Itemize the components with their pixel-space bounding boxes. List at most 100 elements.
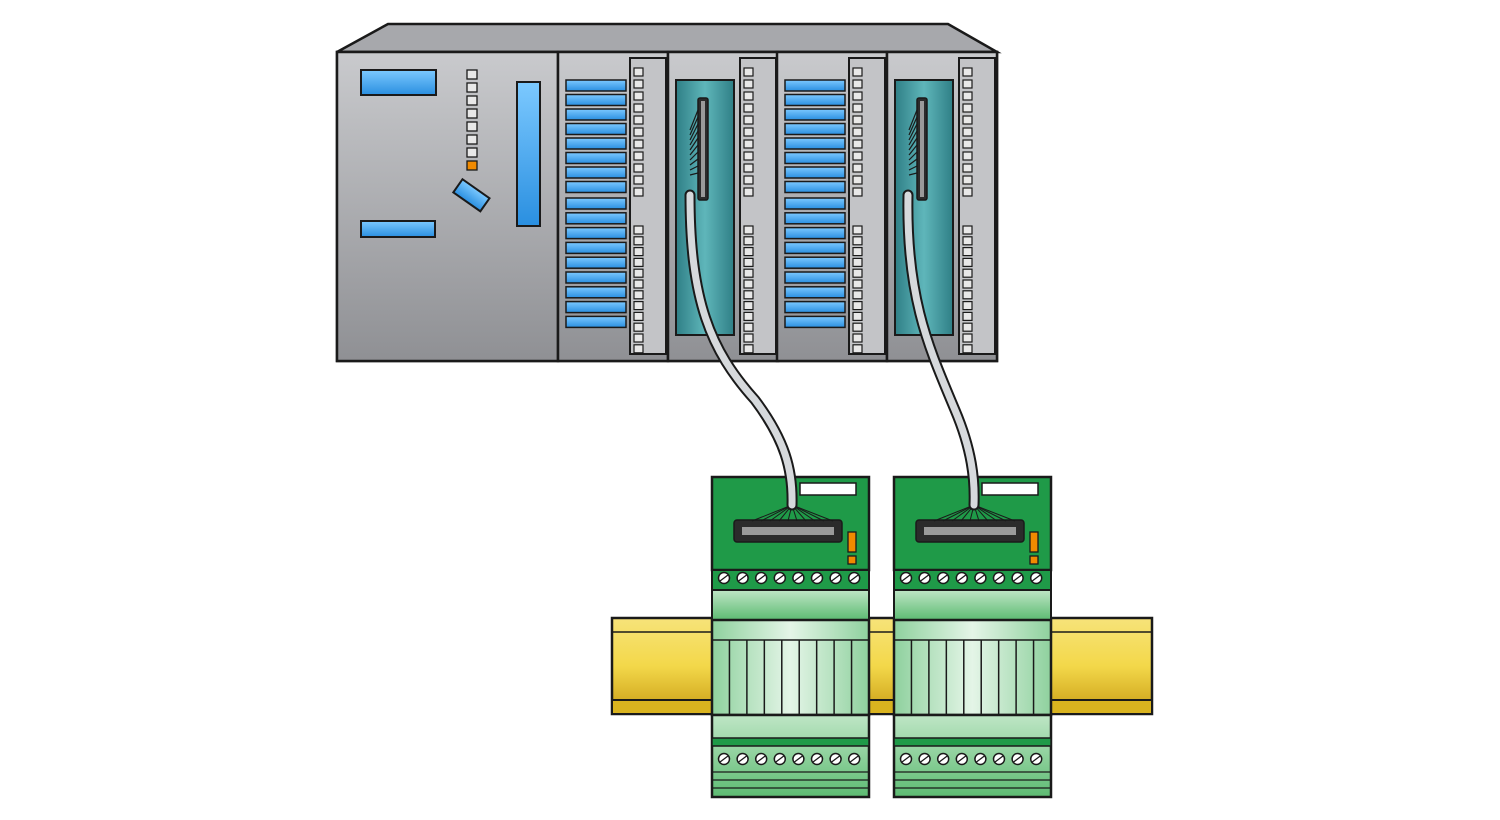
status-led-icon bbox=[633, 236, 644, 246]
din-rail bbox=[610, 616, 1154, 716]
status-led-icon bbox=[633, 301, 644, 311]
status-led-icon bbox=[852, 151, 863, 161]
status-led-icon bbox=[743, 290, 754, 300]
status-led-icon bbox=[633, 311, 644, 321]
status-led-icon bbox=[852, 103, 863, 113]
status-led-icon bbox=[633, 344, 644, 354]
status-led-icon bbox=[962, 139, 973, 149]
channel-label-strip bbox=[784, 212, 846, 225]
plc-rack bbox=[335, 22, 1002, 363]
status-led-icon bbox=[852, 268, 863, 278]
cpu-memory-slot bbox=[516, 81, 541, 227]
status-led-icon bbox=[852, 344, 863, 354]
marker-label bbox=[981, 482, 1039, 496]
status-led-icon bbox=[743, 225, 754, 235]
status-led-icon bbox=[962, 225, 973, 235]
status-led-icon bbox=[852, 139, 863, 149]
status-led-icon bbox=[852, 311, 863, 321]
status-led-icon bbox=[852, 279, 863, 289]
status-led-icon bbox=[633, 79, 644, 89]
status-led-icon bbox=[962, 79, 973, 89]
channel-label-strip bbox=[565, 79, 627, 92]
status-led-icon bbox=[743, 79, 754, 89]
fuse-indicator-icon bbox=[847, 531, 857, 565]
status-led-icon bbox=[962, 301, 973, 311]
status-led-icon bbox=[633, 115, 644, 125]
channel-label-strip bbox=[784, 93, 846, 107]
flat-cable-connector-icon[interactable] bbox=[908, 97, 928, 201]
status-led-icon bbox=[852, 322, 863, 332]
channel-label-strip bbox=[565, 180, 627, 194]
status-led-icon bbox=[852, 163, 863, 173]
status-led-icon bbox=[852, 333, 863, 343]
flat-cable-connector-icon[interactable] bbox=[689, 97, 709, 201]
status-led-icon bbox=[743, 151, 754, 161]
status-led-icon bbox=[962, 344, 973, 354]
channel-label-strip bbox=[784, 300, 846, 314]
status-led-icon bbox=[852, 187, 863, 197]
status-led-icon bbox=[466, 82, 478, 93]
status-led-icon bbox=[962, 151, 973, 161]
channel-label-strip bbox=[784, 108, 846, 121]
status-led-icon bbox=[962, 268, 973, 278]
status-led-icon bbox=[633, 333, 644, 343]
cpu-module bbox=[335, 50, 560, 363]
status-led-icon bbox=[743, 301, 754, 311]
status-led-icon bbox=[743, 257, 754, 267]
status-led-icon bbox=[743, 247, 754, 257]
status-led-icon bbox=[962, 279, 973, 289]
channel-label-strip bbox=[784, 286, 846, 299]
marker-label bbox=[799, 482, 857, 496]
status-led-icon bbox=[633, 163, 644, 173]
channel-label-strip bbox=[784, 180, 846, 194]
status-led-icon bbox=[962, 163, 973, 173]
status-led-icon bbox=[962, 91, 973, 101]
cpu-display-top bbox=[360, 69, 437, 96]
channel-label-strip bbox=[565, 286, 627, 299]
status-led-icon bbox=[633, 175, 644, 185]
channel-label-strip bbox=[565, 151, 627, 165]
key-switch-icon[interactable] bbox=[451, 177, 491, 213]
status-led-icon bbox=[633, 268, 644, 278]
status-led-icon bbox=[962, 290, 973, 300]
status-led-icon bbox=[633, 67, 644, 77]
channel-label-strip bbox=[565, 197, 627, 210]
status-led-icon bbox=[633, 279, 644, 289]
status-led-icon bbox=[962, 187, 973, 197]
status-led-icon bbox=[852, 225, 863, 235]
status-led-icon bbox=[743, 127, 754, 137]
status-led-icon bbox=[633, 187, 644, 197]
channel-label-strip bbox=[784, 151, 846, 165]
status-led-icon bbox=[466, 160, 478, 171]
channel-label-strip bbox=[565, 93, 627, 107]
status-led-icon bbox=[852, 67, 863, 77]
channel-label-strip bbox=[565, 241, 627, 255]
channel-label-strip bbox=[784, 241, 846, 255]
fuse-indicator-icon bbox=[1029, 531, 1039, 565]
status-led-icon bbox=[743, 163, 754, 173]
interface-module-1 bbox=[710, 475, 871, 799]
status-led-icon bbox=[743, 115, 754, 125]
status-led-icon bbox=[633, 257, 644, 267]
flat-cable-connector-icon[interactable] bbox=[733, 504, 843, 543]
status-led-icon bbox=[466, 121, 478, 132]
status-led-icon bbox=[962, 257, 973, 267]
interface-module-2 bbox=[892, 475, 1053, 799]
status-led-icon bbox=[466, 108, 478, 119]
status-led-icon bbox=[743, 67, 754, 77]
status-led-icon bbox=[633, 151, 644, 161]
channel-label-strip bbox=[565, 166, 627, 179]
status-led-icon bbox=[852, 247, 863, 257]
channel-label-strip bbox=[565, 122, 627, 136]
status-led-icon bbox=[962, 322, 973, 332]
status-led-icon bbox=[633, 290, 644, 300]
io-module-1 bbox=[556, 50, 670, 363]
status-led-icon bbox=[633, 91, 644, 101]
system-cables bbox=[684, 189, 980, 511]
status-led-icon bbox=[743, 344, 754, 354]
status-led-icon bbox=[962, 333, 973, 343]
status-led-icon bbox=[466, 147, 478, 158]
status-led-icon bbox=[743, 139, 754, 149]
status-led-icon bbox=[633, 322, 644, 332]
status-led-icon bbox=[962, 247, 973, 257]
